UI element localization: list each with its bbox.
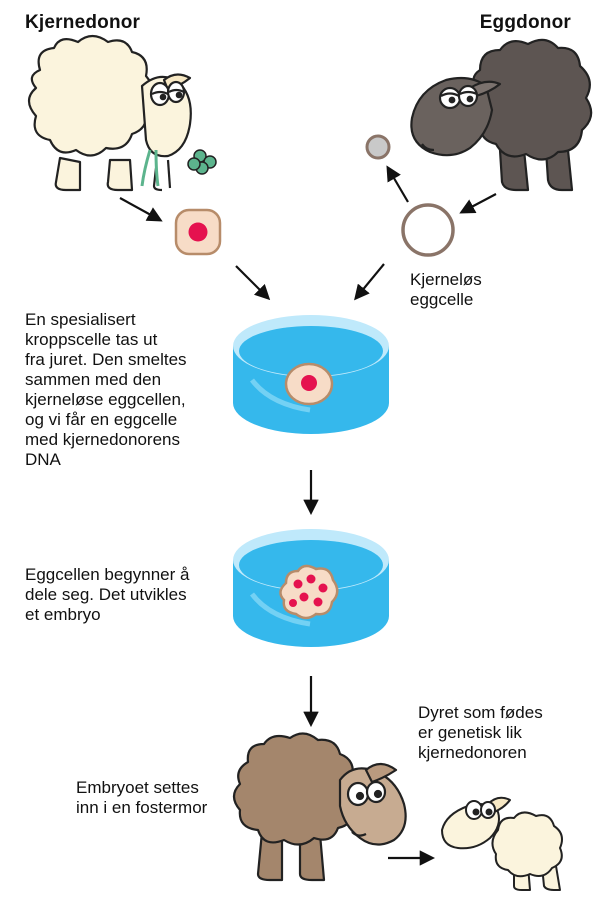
offspring-step-text: Dyret som fødes er genetisk lik kjernedo… (418, 703, 543, 762)
brown-sheep-icon (232, 732, 407, 882)
lamb-icon (441, 796, 563, 891)
petri-dish-embryo (233, 529, 389, 647)
division-step-text: Eggcellen begynner å dele seg. Det utvik… (25, 565, 190, 624)
egg-donor-title: Eggdonor (479, 12, 571, 33)
nucleus-donor-title: Kjernedonor (25, 12, 141, 33)
body-cell-icon (174, 208, 222, 256)
process-arrows (119, 165, 497, 866)
surrogate-step-text: Embryoet settes inn i en fostermor (76, 778, 208, 817)
enucleated-egg-icon (401, 203, 455, 257)
fusion-step-text: En spesialisert kroppscelle tas ut fra j… (25, 310, 187, 469)
clover-icon (140, 149, 217, 187)
removed-nucleus-icon (365, 134, 391, 160)
dark-sheep-icon (410, 38, 593, 192)
white-sheep-icon (27, 34, 192, 192)
petri-dish-fusion (233, 315, 389, 434)
enucleated-egg-label: Kjerneløs eggcelle (410, 270, 482, 309)
